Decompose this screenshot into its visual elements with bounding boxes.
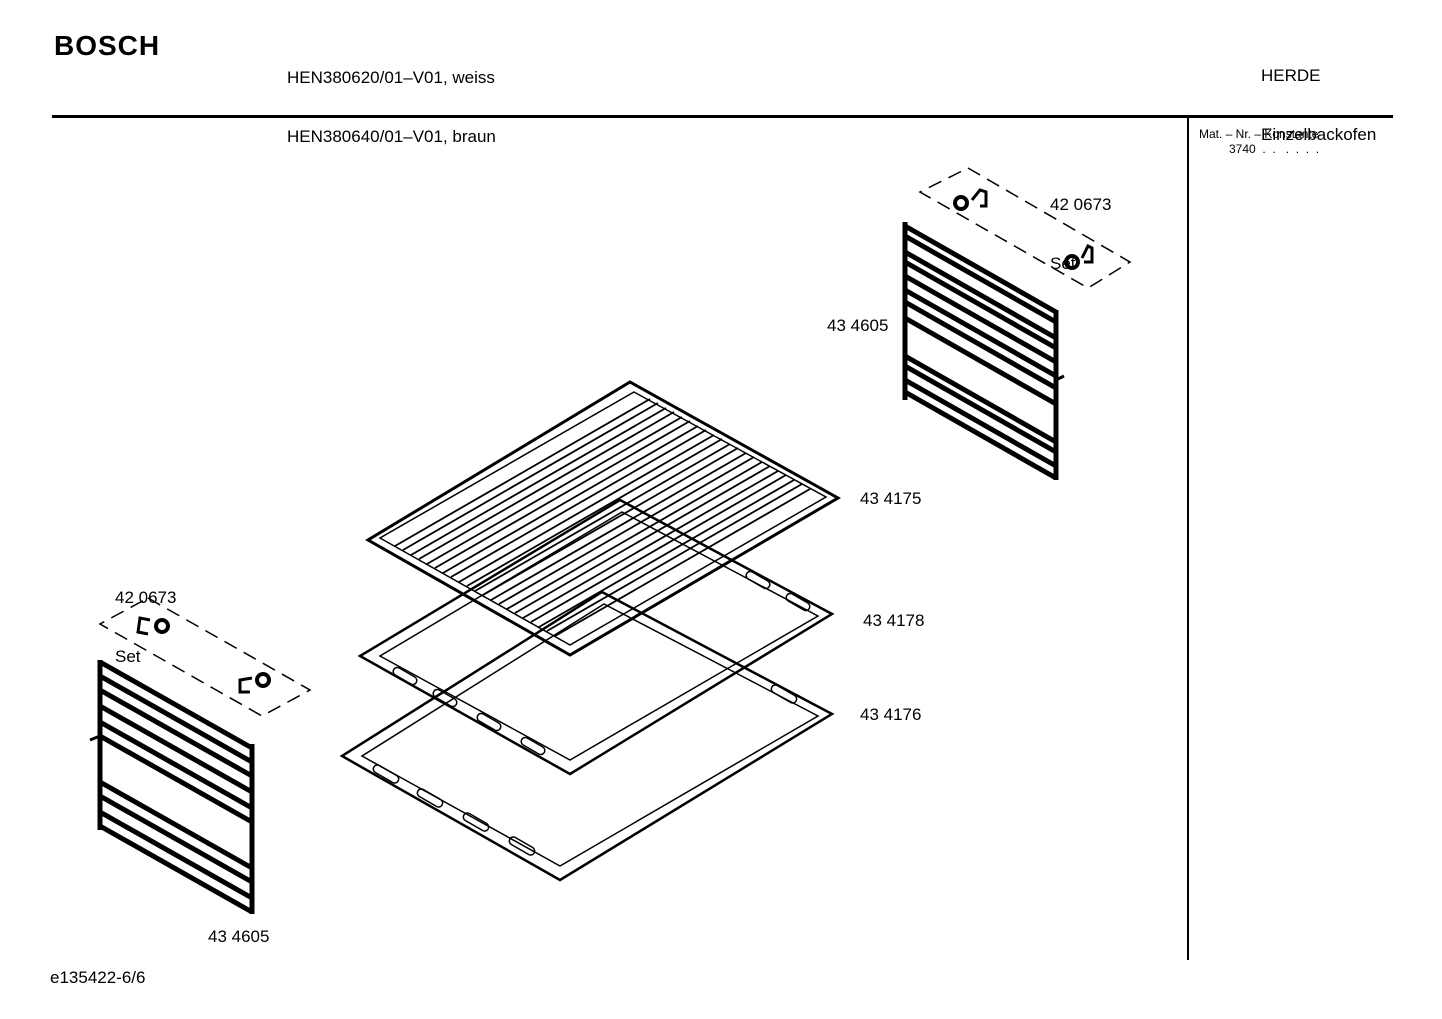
category: HERDE Einzelbackofen [1261,27,1376,164]
model-line: HEN380640/01–V01, braun [287,126,496,146]
constant-value: 3740 . . . . . . [1229,142,1320,156]
category-line: HERDE [1261,66,1321,86]
rack-left-label: 43 4605 [208,927,270,946]
part-name: Set [115,646,141,666]
grid-drawing [365,380,842,657]
grid-label: 43 4175 [860,489,922,508]
set-left-drawing [98,597,312,717]
document-id: e135422-6/6 [50,968,146,987]
constant-label: Mat. – Nr. – Konstante [1199,127,1319,141]
part-name: Set [1050,253,1076,273]
side-panel-divider [1187,118,1189,960]
rack-left-drawing [89,659,255,915]
model-line: HEN380620/01–V01, weiss [287,68,495,88]
grid-wires [394,398,811,637]
clip-icon [953,188,1094,270]
tray-lower-label: 43 4176 [860,705,922,724]
set-left-label: 42 0673 Set [115,549,176,686]
header-rule [52,115,1393,118]
part-number: 42 0673 [1050,195,1112,215]
tray-upper-drawing [357,498,835,776]
category-line: Einzelbackofen [1261,124,1377,144]
model-list: HEN380620/01–V01, weiss HEN380640/01–V01… [287,29,496,166]
rack-right-drawing [902,222,1065,481]
rack-right-label: 43 4605 [827,316,889,335]
set-right-drawing [918,167,1132,289]
brand-logo: BOSCH [54,30,161,61]
clip-icon [136,616,271,694]
set-right-label: 42 0673 Set [1050,156,1111,293]
tray-lower-drawing [339,590,835,882]
tray-upper-label: 43 4178 [863,611,925,630]
part-number: 42 0673 [115,588,177,608]
